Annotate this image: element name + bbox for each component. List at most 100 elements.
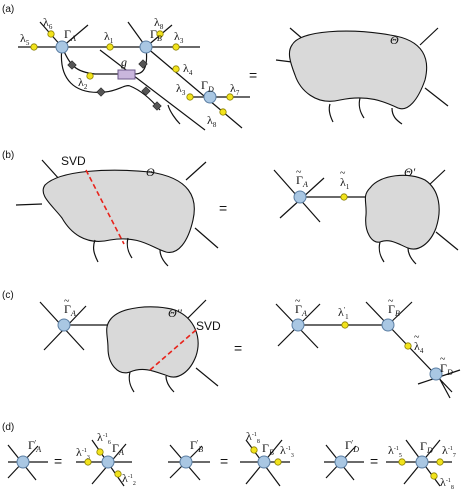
gamma-a-tilde-label: ΓA <box>112 441 124 457</box>
equals-sign: = <box>234 340 242 356</box>
gate-leg-left <box>61 46 118 75</box>
panel-d: (d) Γ'A = λ-13 λ-16 ΓA λ-12 Γ'B = λ-18 Γ… <box>2 422 456 491</box>
lambda-node <box>219 108 227 116</box>
svd-label: SVD <box>196 319 221 333</box>
lambda-node <box>86 72 94 80</box>
panel-a-label: (a) <box>2 4 14 15</box>
panel-b-label: (b) <box>2 150 14 161</box>
gamma-d-node <box>203 90 217 104</box>
theta-leg <box>391 107 403 125</box>
theta-dprime-blob <box>106 306 199 378</box>
equals-sign: = <box>219 200 227 216</box>
gamma-d-tilde-label: ΓD <box>420 439 433 455</box>
equals-sign: = <box>370 453 378 469</box>
lambda-6-inv-node <box>96 448 104 456</box>
lambda-5-inv-node <box>398 458 406 466</box>
swap-node <box>67 60 77 70</box>
theta-leg <box>424 87 449 107</box>
equals-sign: = <box>54 453 62 469</box>
theta-leg <box>92 239 99 263</box>
tilde-mark: ~ <box>440 354 446 365</box>
lambda-1-tilde-label: λ1 <box>340 175 350 191</box>
gamma-a-tilde-node <box>293 190 307 204</box>
theta-leg <box>41 159 61 181</box>
theta-leg <box>185 161 207 181</box>
gamma-a-tilde-label: ΓA <box>64 302 76 318</box>
lambda-node <box>226 93 234 101</box>
lambda-3-inv-label: λ-13 <box>76 445 90 461</box>
theta-prime-label: Θ' <box>404 165 416 179</box>
theta-dprime-label: Θ'' <box>168 306 182 320</box>
lambda-8-label: λ8 <box>207 113 217 129</box>
lambda-7-inv-label: λ-17 <box>442 443 456 459</box>
equals-sign: = <box>249 67 257 83</box>
diagonal-bond <box>145 46 243 129</box>
gamma-a-tilde-node <box>101 455 115 469</box>
gamma-a-tilde-node <box>291 318 305 332</box>
theta-leg <box>275 59 293 63</box>
gamma-d-prime-node <box>334 455 348 469</box>
short-leg <box>167 104 181 125</box>
swap-node <box>152 101 162 111</box>
theta-label: Θ <box>146 165 155 179</box>
svd-cut <box>85 169 125 245</box>
theta-leg <box>159 249 169 267</box>
lambda-2-inv-label: λ-12 <box>122 471 136 487</box>
lambda-node <box>47 30 55 38</box>
gamma-b-tilde-node <box>257 455 271 469</box>
gamma-b-tilde-label: ΓB <box>388 302 400 318</box>
lambda-3-inv-label: λ-13 <box>280 443 294 459</box>
svd-cut <box>149 329 197 371</box>
theta-prime-blob <box>364 174 440 250</box>
theta-blob <box>42 169 195 253</box>
gamma-b-label: ΓB <box>150 27 162 43</box>
gamma-a-prime-label: Γ'A <box>28 438 41 454</box>
swap-node <box>138 59 148 69</box>
panel-a: (a) g <box>2 4 449 131</box>
gamma-d-label: ΓD <box>201 78 214 94</box>
gate-label: g <box>121 55 127 69</box>
lambda-1-label: λ1 <box>104 29 114 45</box>
theta-leg <box>328 103 334 123</box>
lambda-node <box>186 93 194 101</box>
tilde-mark: ~ <box>414 332 420 343</box>
lambda-node <box>172 43 180 51</box>
swap-node <box>96 87 106 97</box>
lambda-8-inv-node <box>430 472 438 480</box>
theta-dprime-leg <box>128 371 135 393</box>
lambda-5-label: λ5 <box>20 31 30 47</box>
theta-prime-leg <box>378 241 385 263</box>
lambda-8-inv-node <box>250 446 258 454</box>
lambda-8-top-label: λ8 <box>154 15 164 31</box>
lambda-4-tilde-node <box>404 342 412 350</box>
theta-leg <box>194 227 219 249</box>
gamma-b-prime-node <box>179 455 193 469</box>
panel-b: (b) SVD Θ = ΓA ~ λ1 ~ Θ' <box>2 150 459 267</box>
lambda-3-inv-node <box>274 458 282 466</box>
theta-blob <box>288 30 428 110</box>
lambda-8-inv-label: λ-18 <box>440 475 454 491</box>
gamma-a-node <box>55 40 69 54</box>
lambda-1-tilde-node <box>340 193 348 201</box>
panel-c: (c) ΓA ~ SVD Θ'' = ΓA ~ λ'1 ΓB ~ <box>2 290 461 399</box>
gamma-d-tilde-label: ΓD <box>440 361 453 377</box>
theta-prime-leg <box>435 231 459 251</box>
gamma-a-tilde-label: ΓA <box>296 173 308 189</box>
gamma-a-tilde-label: ΓA <box>295 302 307 318</box>
lambda-4-label: λ4 <box>183 61 193 77</box>
theta-label: Θ <box>390 33 399 47</box>
theta-dprime-leg <box>187 299 207 319</box>
lambda-1-prime-node <box>341 321 349 329</box>
lambda-node <box>30 43 38 51</box>
tilde-mark: ~ <box>340 168 346 179</box>
swap-node <box>141 86 151 96</box>
tilde-mark: ~ <box>296 167 302 178</box>
gate-g <box>117 69 136 80</box>
gamma-b-node <box>139 40 153 54</box>
gamma-d-tilde-node <box>415 455 429 469</box>
gamma-b-tilde-node <box>381 318 395 332</box>
equals-sign: = <box>220 453 228 469</box>
gamma-d-tilde-node <box>429 367 443 381</box>
panel-d-label: (d) <box>2 422 14 433</box>
